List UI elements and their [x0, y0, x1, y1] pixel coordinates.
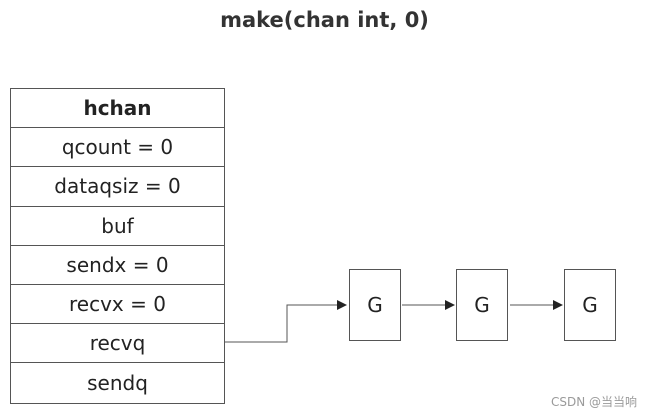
- diagram-title: make(chan int, 0): [220, 8, 429, 32]
- field-buf: buf: [11, 206, 224, 246]
- goroutine-node-3: G: [564, 269, 616, 341]
- field-dataqsiz: dataqsiz = 0: [11, 167, 224, 207]
- field-recvx: recvx = 0: [11, 284, 224, 325]
- goroutine-node-1: G: [349, 269, 401, 341]
- field-recvq: recvq: [11, 324, 224, 364]
- field-sendx: sendx = 0: [11, 245, 224, 285]
- csdn-watermark: CSDN @当当响: [550, 395, 637, 409]
- goroutine-node-2: G: [456, 269, 508, 341]
- hchan-header: hchan: [11, 89, 224, 129]
- field-qcount: qcount = 0: [11, 128, 224, 168]
- field-sendq: sendq: [11, 363, 224, 403]
- recvq-to-queue-arrow: [225, 300, 347, 343]
- hchan-struct-table: hchan qcount = 0 dataqsiz = 0 buf sendx …: [10, 88, 225, 404]
